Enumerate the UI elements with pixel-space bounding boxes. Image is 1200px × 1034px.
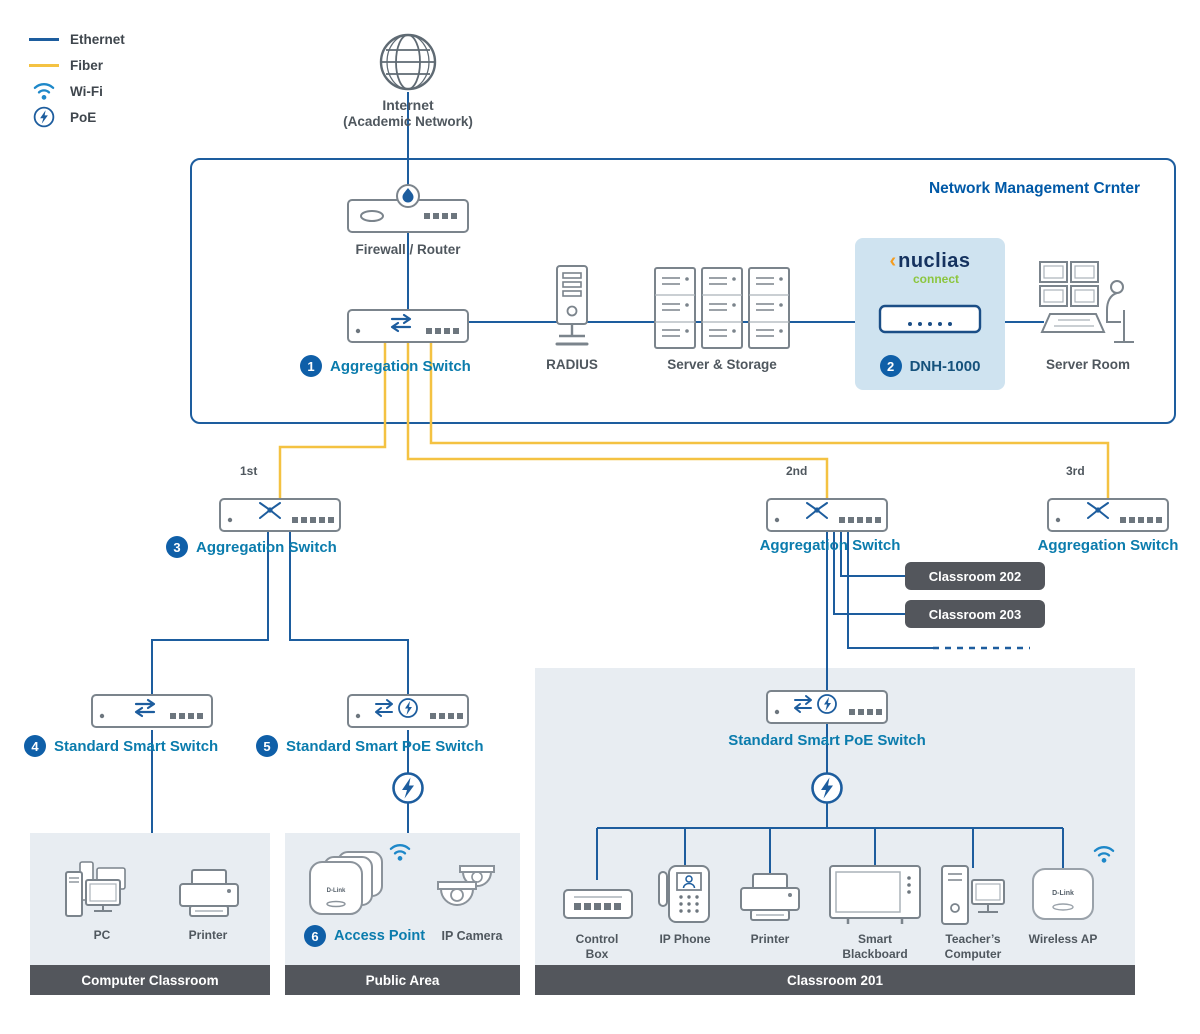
poe-icon xyxy=(392,772,424,804)
number-badge-1: 1 xyxy=(300,355,322,377)
pc-icon xyxy=(65,861,126,917)
internet-globe-icon xyxy=(379,33,437,91)
wifi-icon xyxy=(28,81,60,101)
aggregation-switch-1-label-row: 1 Aggregation Switch xyxy=(300,355,471,377)
printer-icon xyxy=(740,873,800,921)
dnh-1000-label: DNH-1000 xyxy=(909,357,981,375)
control-box-label: Control Box xyxy=(575,932,619,961)
standard-smart-poe-switch-label: Standard Smart PoE Switch xyxy=(286,737,484,755)
firewall-router-label: Firewall / Router xyxy=(355,242,461,257)
nuclias-sub-brand: connect xyxy=(913,272,960,286)
legend-label: Wi-Fi xyxy=(70,83,103,99)
classroom-poe-switch-label: Standard Smart PoE Switch xyxy=(728,732,926,749)
number-badge-2: 2 xyxy=(879,355,902,377)
teachers-computer-label: Teacher’s Computer xyxy=(944,932,1002,961)
fiber-line-icon xyxy=(28,63,60,67)
server-storage-label: Server & Storage xyxy=(667,357,777,372)
access-point-label: Access Point xyxy=(334,928,426,944)
ap-brand-text: D-Link xyxy=(327,888,346,894)
ip-phone-icon xyxy=(658,865,710,923)
wifi-icon xyxy=(1093,846,1115,863)
wireless-ap-label: Wireless AP xyxy=(1028,932,1098,946)
server-room-label: Server Room xyxy=(1045,357,1131,372)
tier-label-3rd: 3rd xyxy=(1066,464,1085,478)
aggregation-switch-3rd-label: Aggregation Switch xyxy=(1037,537,1179,554)
dnh-1000-device-icon xyxy=(878,304,982,334)
access-point-label-row: 6 Access Point xyxy=(304,925,425,947)
smart-blackboard-icon xyxy=(829,865,921,924)
classroom-201-footer: Classroom 201 xyxy=(535,965,1135,995)
legend-row-ethernet: Ethernet xyxy=(28,26,125,52)
standard-smart-switch-icon xyxy=(91,694,213,728)
smart-blackboard-label: Smart Blackboard xyxy=(842,932,908,961)
nuclias-connect-panel: ‹nuclias connect 2 DNH-1000 xyxy=(855,238,1005,390)
standard-smart-poe-switch-icon xyxy=(347,694,469,728)
nuclias-chevron-icon: ‹ xyxy=(889,250,897,272)
radius-label: RADIUS xyxy=(546,357,598,372)
number-badge-4: 4 xyxy=(24,735,46,757)
nuclias-brand: nuclias xyxy=(898,250,971,272)
legend-row-poe: PoE xyxy=(28,104,125,130)
dnh-1000-label-row: 2 DNH-1000 xyxy=(855,355,1005,377)
firewall-router-icon xyxy=(347,184,469,233)
aggregation-switch-1-icon xyxy=(347,309,469,343)
network-management-center-box xyxy=(190,158,1176,424)
wifi-icon xyxy=(389,844,411,861)
legend-label: Fiber xyxy=(70,57,104,73)
printer-label: Printer xyxy=(188,928,228,942)
legend-label: Ethernet xyxy=(70,31,125,47)
aggregation-switch-3rd-icon xyxy=(1047,498,1169,532)
public-area-footer: Public Area xyxy=(285,965,520,995)
ethernet-line-icon xyxy=(28,37,60,41)
standard-smart-switch-label-row: 4 Standard Smart Switch xyxy=(24,735,218,757)
computer-classroom-footer: Computer Classroom xyxy=(30,965,270,995)
legend-row-fiber: Fiber xyxy=(28,52,125,78)
internet-label: Internet xyxy=(382,97,434,113)
number-badge-5: 5 xyxy=(256,735,278,757)
internet-sublabel: (Academic Network) xyxy=(343,114,473,129)
printer-icon xyxy=(179,869,239,917)
aggregation-switch-3-label-row: 3 Aggregation Switch xyxy=(166,536,337,558)
aggregation-switch-3-label: Aggregation Switch xyxy=(196,538,337,556)
tier-label-1st: 1st xyxy=(240,464,258,478)
server-storage-icon xyxy=(654,267,790,349)
aggregation-switch-2nd-label: Aggregation Switch xyxy=(759,537,901,554)
legend-row-wifi: Wi-Fi xyxy=(28,78,125,104)
ip-camera-icon xyxy=(437,865,495,906)
ip-phone-label: IP Phone xyxy=(659,932,711,946)
number-badge-3: 3 xyxy=(166,536,188,558)
poe-icon xyxy=(28,106,60,128)
teachers-computer-icon xyxy=(941,865,1005,925)
aggregation-switch-2nd-icon xyxy=(766,498,888,532)
pc-label: PC xyxy=(93,928,111,942)
tier-label-2nd: 2nd xyxy=(786,464,808,478)
number-badge-6: 6 xyxy=(304,925,326,947)
printer-label: Printer xyxy=(750,932,790,946)
ip-camera-label: IP Camera xyxy=(441,929,503,943)
nmc-title: Network Management Crnter xyxy=(928,180,1140,197)
poe-icon xyxy=(811,772,843,804)
server-room-icon xyxy=(1039,261,1134,343)
radius-server-icon xyxy=(555,265,589,346)
aggregation-switch-1st-icon xyxy=(219,498,341,532)
wireless-ap-icon: D-Link xyxy=(1032,868,1094,920)
standard-smart-poe-switch-label-row: 5 Standard Smart PoE Switch xyxy=(256,735,484,757)
access-point-stack-icon: D-Link xyxy=(309,851,383,915)
control-box-icon xyxy=(563,889,633,919)
fiber-lines xyxy=(278,343,1110,502)
public-area-panel: Public Area xyxy=(285,833,520,995)
classroom-202-badge: Classroom 202 xyxy=(905,562,1045,590)
ap-brand-text: D-Link xyxy=(1052,890,1074,897)
legend-label: PoE xyxy=(70,109,97,125)
standard-smart-switch-label: Standard Smart Switch xyxy=(54,737,219,755)
classroom-poe-switch-icon xyxy=(766,690,888,724)
nuclias-logo: ‹nuclias connect xyxy=(855,251,1005,285)
classroom-203-badge: Classroom 203 xyxy=(905,600,1045,628)
aggregation-switch-1-label: Aggregation Switch xyxy=(330,357,471,375)
legend: Ethernet Fiber Wi-Fi PoE xyxy=(28,26,125,130)
